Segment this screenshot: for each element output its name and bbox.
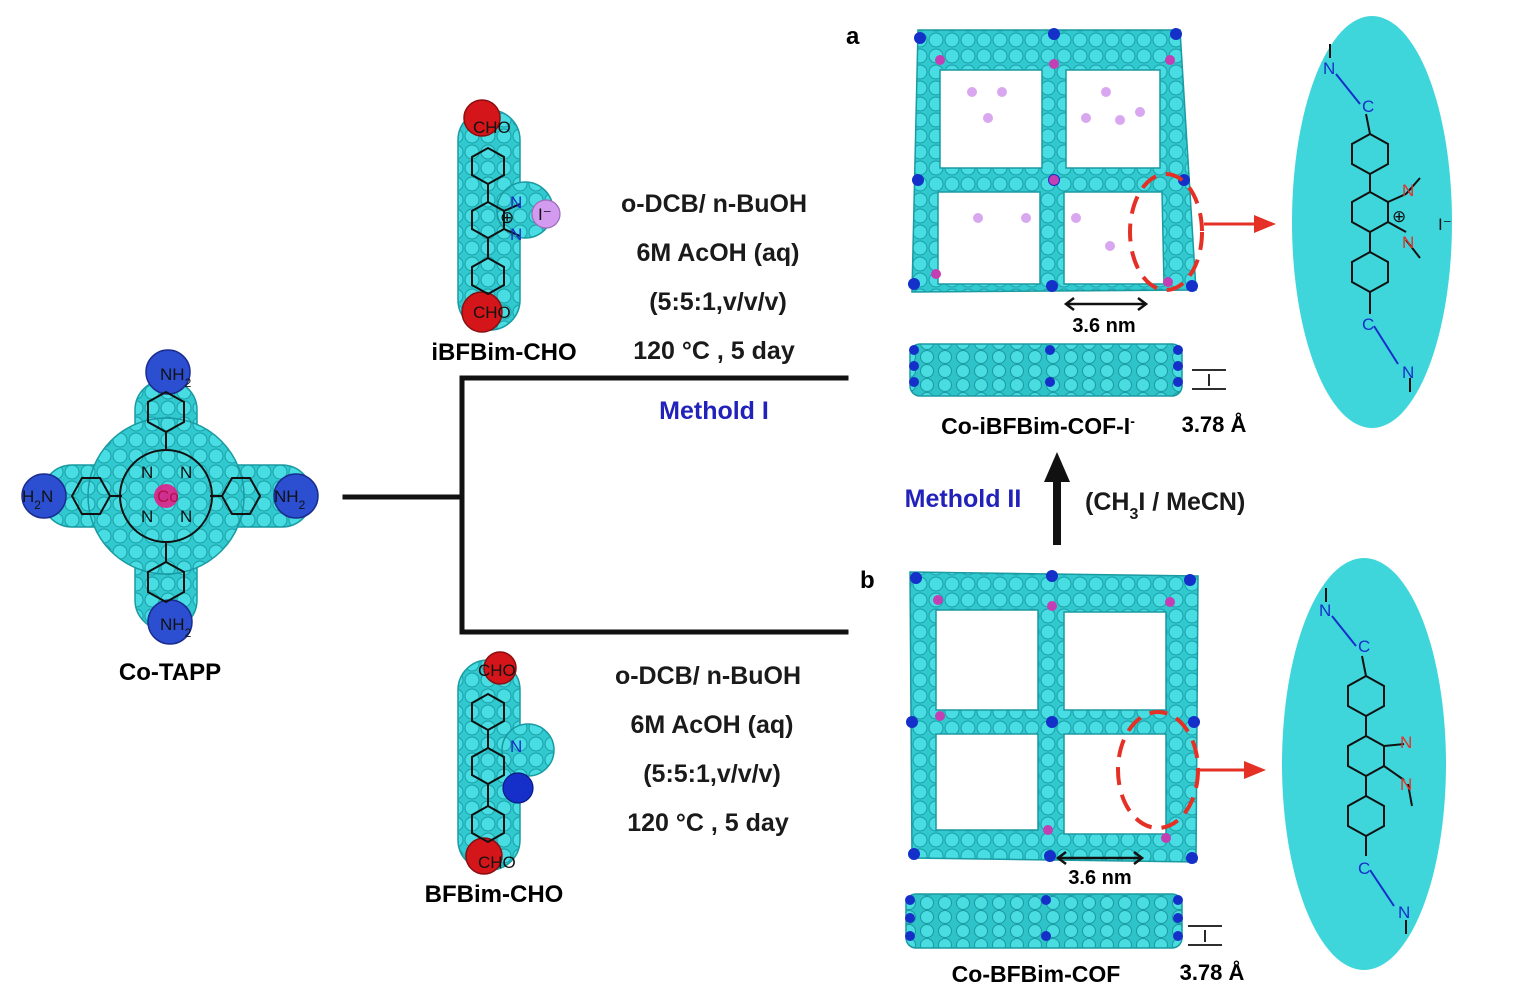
bfbim-cho-molecule: CHO CHO N N [457,651,555,875]
svg-text:CHO: CHO [473,303,511,322]
svg-text:6M AcOH (aq): 6M AcOH (aq) [637,239,800,267]
conditions-bottom: o-DCB/ n-BuOH 6M AcOH (aq) (5:5:1,v/v/v)… [615,662,801,837]
red-arrow-bottom [1200,761,1266,779]
svg-text:⊕: ⊕ [500,208,514,227]
svg-text:I⁻: I⁻ [1438,215,1452,234]
svg-text:o-DCB/ n-BuOH: o-DCB/ n-BuOH [615,662,801,690]
iodide-sphere [531,199,561,229]
nitrogen-sphere [502,772,534,804]
svg-text:⊕: ⊕ [1392,207,1406,226]
pore-size-bottom: 3.6 nm [1068,867,1131,889]
product-top-name: Co-iBFBim-COF-I- [941,413,1135,439]
svg-text:N: N [1400,733,1412,752]
svg-text:N: N [1400,775,1412,794]
reaction-bracket [342,375,849,635]
svg-text:(5:5:1,v/v/v): (5:5:1,v/v/v) [643,760,781,788]
red-arrow-top [1204,215,1276,233]
svg-text:N: N [141,463,153,482]
stack-view-top [909,343,1183,397]
svg-text:Co: Co [157,487,179,506]
svg-text:120 °C , 5 day: 120 °C , 5 day [633,337,795,365]
cobalt-center [154,484,178,508]
spacing-top: 3.78 Å [1182,411,1247,437]
cof-framework-top [908,28,1204,293]
spacing-bottom: 3.78 Å [1180,959,1245,985]
inset-top: N C N N ⊕ I⁻ C N [1292,16,1452,428]
svg-text:C: C [1362,97,1374,116]
nh2-left-sphere [21,473,67,519]
svg-text:120 °C , 5 day: 120 °C , 5 day [627,809,789,837]
svg-text:(5:5:1,v/v/v): (5:5:1,v/v/v) [649,288,787,316]
panel-letter-b: b [860,567,875,594]
method-2-arrow [1044,452,1070,545]
oxygen-top-sphere-b [483,651,517,685]
cof-framework-bottom [906,570,1200,864]
method-1-label: Methold I [659,397,769,425]
svg-text:H2N: H2N [22,487,53,512]
svg-text:NH2: NH2 [160,615,192,640]
svg-text:N: N [1402,233,1414,252]
svg-text:N: N [510,225,522,244]
ibfbim-cho-label: iBFBim-CHO [431,339,576,366]
svg-text:C: C [1358,859,1370,878]
svg-text:6M AcOH (aq): 6M AcOH (aq) [631,711,794,739]
co-tapp-label: Co-TAPP [119,659,221,686]
svg-text:N: N [1319,601,1331,620]
conditions-top: o-DCB/ n-BuOH 6M AcOH (aq) (5:5:1,v/v/v)… [621,190,807,365]
pore-arrow-bottom [1055,851,1145,865]
svg-text:NH2: NH2 [160,365,192,390]
svg-text:N: N [141,507,153,526]
svg-text:N: N [510,193,522,212]
svg-text:C: C [1362,315,1374,334]
svg-text:CHO: CHO [478,853,516,872]
svg-text:o-DCB/ n-BuOH: o-DCB/ n-BuOH [621,190,807,218]
spacing-marker-top [1192,369,1226,390]
method-2-label: Methold II [905,485,1022,513]
reagent-label: (CH3I / MeCN) [1085,488,1245,523]
svg-text:NH2: NH2 [274,487,306,512]
svg-text:CHO: CHO [473,118,511,137]
bfbim-cho-label: BFBim-CHO [425,881,564,908]
svg-text:N: N [510,737,522,756]
product-bottom-name: Co-BFBim-COF [952,961,1121,987]
svg-text:N: N [180,507,192,526]
svg-text:CHO: CHO [478,661,516,680]
highlight-circle-bottom [1116,710,1200,830]
svg-text:N: N [1402,181,1414,200]
svg-text:N: N [180,463,192,482]
nh2-right-sphere [273,473,319,519]
svg-text:C: C [1358,637,1370,656]
oxygen-bottom-sphere [461,291,503,333]
panel-letter-a: a [846,23,860,50]
highlight-circle-top [1128,172,1204,292]
svg-text:N: N [510,777,522,796]
pore-size-top: 3.6 nm [1072,315,1135,337]
oxygen-top-sphere [463,99,501,137]
svg-text:N: N [1323,59,1335,78]
svg-text:N: N [1402,363,1414,382]
co-tapp-molecule: Co N N N N NH2 NH2 NH2 H2N [21,349,319,645]
pore-arrow-top [1063,297,1149,311]
svg-text:I⁻: I⁻ [538,205,552,224]
svg-text:N: N [1398,903,1410,922]
ibfbim-cho-molecule: CHO CHO N N ⊕ I⁻ [457,99,561,333]
spacing-marker-bottom [1188,925,1222,946]
inset-bottom: N C N N C N [1282,558,1446,970]
oxygen-bottom-sphere-b [465,837,503,875]
